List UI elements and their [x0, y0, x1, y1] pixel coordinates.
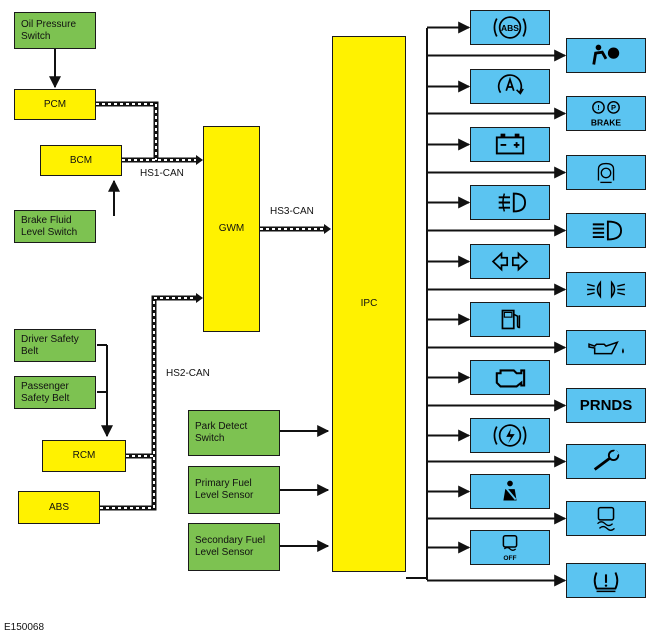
abs-icon-text: ABS [501, 23, 519, 33]
service-wrench-icon [566, 444, 646, 479]
low-fuel-icon [470, 302, 550, 337]
passenger-safety-belt: Passenger Safety Belt [14, 376, 96, 409]
turn-signal-icon [470, 244, 550, 279]
hs1-can-label: HS1-CAN [140, 168, 184, 179]
prnds-label: PRNDS [579, 397, 633, 414]
auto-start-stop-icon [470, 69, 550, 104]
brake-p-text: P [611, 103, 616, 112]
brake-label-text: BRAKE [591, 117, 621, 127]
abs-warning-icon: ABS [470, 10, 550, 45]
engine-check-icon [470, 360, 550, 395]
off-icon-text: OFF [503, 555, 516, 562]
side-lamps-icon [566, 272, 646, 307]
hs2-can-label: HS2-CAN [166, 368, 210, 379]
hs3-can-label: HS3-CAN [270, 206, 314, 217]
brake-exclaim-text: ! [597, 103, 600, 112]
primary-fuel-level-sensor: Primary Fuel Level Sensor [188, 466, 280, 514]
gwm-module: GWM [203, 126, 260, 332]
rcm-module: RCM [42, 440, 126, 472]
hill-descent-icon [566, 155, 646, 190]
seat-belt-reminder-icon [470, 474, 550, 509]
brake-warning-icon: ! P BRAKE [566, 96, 646, 131]
rear-fog-lamp-icon [470, 185, 550, 220]
stability-control-off-icon: OFF [470, 530, 550, 565]
battery-charge-icon [470, 127, 550, 162]
airbag-icon [566, 38, 646, 73]
ipc-module: IPC [332, 36, 406, 572]
park-detect-switch: Park Detect Switch [188, 410, 280, 456]
secondary-fuel-level-sensor: Secondary Fuel Level Sensor [188, 523, 280, 571]
driver-safety-belt: Driver Safety Belt [14, 329, 96, 362]
hs3-can-bus [260, 224, 331, 234]
hs1-can-bus [96, 101, 203, 165]
abs-module: ABS [18, 491, 100, 524]
prnds-indicator: PRNDS [566, 388, 646, 423]
oil-pressure-icon [566, 330, 646, 365]
oil-pressure-switch: Oil Pressure Switch [14, 12, 96, 49]
pcm-module: PCM [14, 89, 96, 120]
bcm-module: BCM [40, 145, 122, 176]
ipc-output-lines [406, 21, 567, 587]
high-beam-icon [566, 213, 646, 248]
hs2-can-bus [100, 293, 203, 511]
figure-code: E150068 [4, 622, 45, 633]
brake-fluid-level-switch: Brake Fluid Level Switch [14, 210, 96, 243]
tire-pressure-icon [566, 563, 646, 598]
power-steering-warning-icon [470, 418, 550, 453]
stability-control-icon [566, 501, 646, 536]
